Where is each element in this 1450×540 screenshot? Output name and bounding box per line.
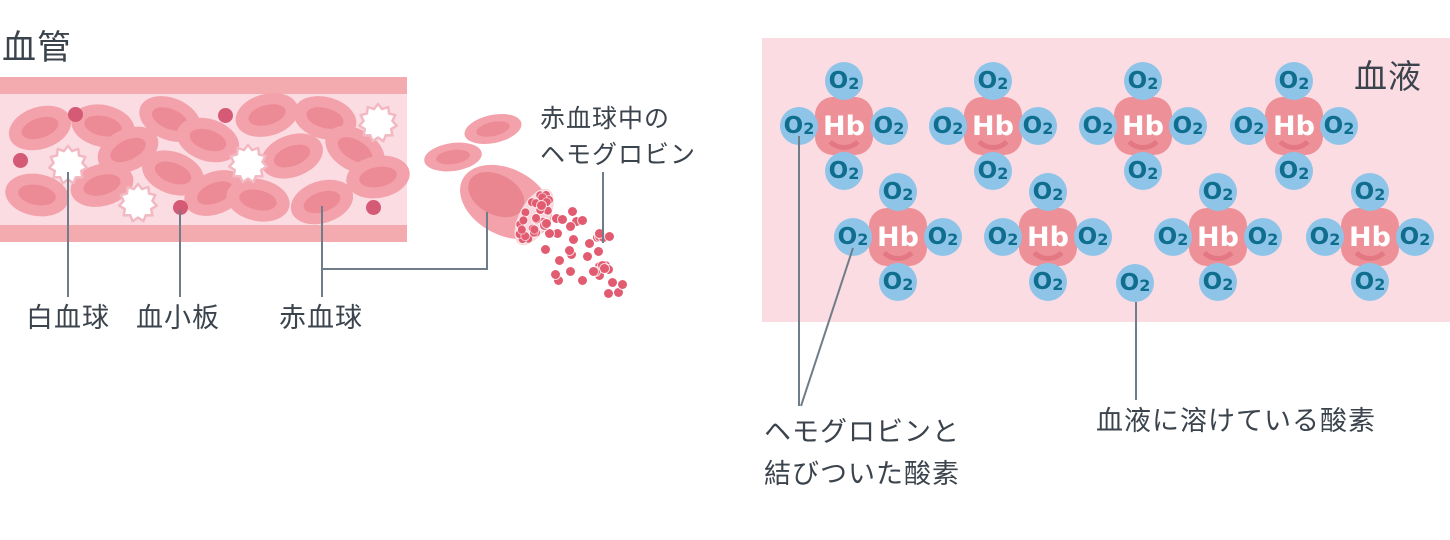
vessel-wall-top bbox=[0, 77, 407, 94]
hemoglobin-dot bbox=[604, 232, 614, 242]
hemoglobin-dot bbox=[599, 264, 609, 274]
hemoglobin-dot bbox=[550, 270, 560, 280]
bound-oxygen-label: ヘモグロビンと 結びついた酸素 bbox=[764, 412, 960, 496]
hemoglobin-dot bbox=[588, 267, 598, 277]
hemoglobin-dot bbox=[564, 245, 574, 255]
blood-vessel-illustration bbox=[0, 77, 407, 242]
hemoglobin-dot bbox=[577, 275, 587, 285]
hemoglobin-dot bbox=[558, 214, 568, 224]
hemoglobin-dot bbox=[595, 270, 605, 280]
red-blood-cell-center bbox=[474, 118, 512, 140]
hemoglobin-dot bbox=[540, 244, 550, 254]
hemoglobin-callout: 赤血球中の ヘモグロビン bbox=[540, 101, 696, 173]
hemoglobin-dot bbox=[600, 260, 610, 270]
dissolved-oxygen-label: 血液に溶けている酸素 bbox=[1096, 406, 1376, 437]
hemoglobin-dot bbox=[555, 255, 565, 265]
platelet-label: 血小板 bbox=[136, 303, 220, 334]
hemoglobin-dot bbox=[592, 233, 602, 243]
blood-panel bbox=[762, 38, 1450, 322]
hemoglobin-dot bbox=[607, 278, 617, 288]
red-blood-cell bbox=[461, 109, 525, 149]
hemoglobin-dot bbox=[590, 266, 600, 276]
hemoglobin-dot bbox=[594, 247, 604, 257]
hemoglobin-dot bbox=[617, 280, 627, 290]
hemoglobin-callout-line1: 赤血球中の bbox=[540, 104, 671, 133]
hemoglobin-dot bbox=[577, 216, 587, 226]
hemoglobin-dot bbox=[568, 207, 578, 217]
hemoglobin-dot bbox=[595, 232, 605, 242]
hemoglobin-dot bbox=[545, 228, 555, 238]
hemoglobin-dot bbox=[603, 264, 613, 274]
white-cell-label: 白血球 bbox=[26, 303, 110, 334]
red-cell-label: 赤血球 bbox=[279, 303, 363, 334]
hemoglobin-dot bbox=[594, 262, 604, 272]
hemoglobin-dot bbox=[566, 221, 576, 231]
hemoglobin-dot bbox=[584, 239, 594, 249]
vessel-wall-bottom bbox=[0, 225, 407, 242]
hemoglobin-dot bbox=[613, 288, 623, 298]
hemoglobin-dot bbox=[566, 250, 576, 260]
hemoglobin-dot bbox=[582, 251, 592, 261]
hemoglobin-dot bbox=[568, 235, 578, 245]
hemoglobin-dot bbox=[595, 229, 605, 239]
hemoglobin-dot bbox=[552, 228, 562, 238]
hemoglobin-dot bbox=[565, 266, 575, 276]
hemoglobin-dot bbox=[603, 288, 613, 298]
bound-oxygen-label-line2: 結びついた酸素 bbox=[764, 459, 960, 490]
hemoglobin-dot bbox=[554, 275, 564, 285]
blood-panel-title: 血液 bbox=[1354, 57, 1422, 96]
red-blood-cell-center bbox=[435, 147, 471, 167]
hemoglobin-dot bbox=[598, 232, 608, 242]
hemoglobin-dot bbox=[598, 260, 608, 270]
bound-oxygen-label-line1: ヘモグロビンと bbox=[764, 417, 960, 448]
vessel-title: 血管 bbox=[2, 28, 72, 68]
hemoglobin-dot bbox=[572, 216, 582, 226]
hemoglobin-callout-line2: ヘモグロビン bbox=[540, 140, 697, 169]
